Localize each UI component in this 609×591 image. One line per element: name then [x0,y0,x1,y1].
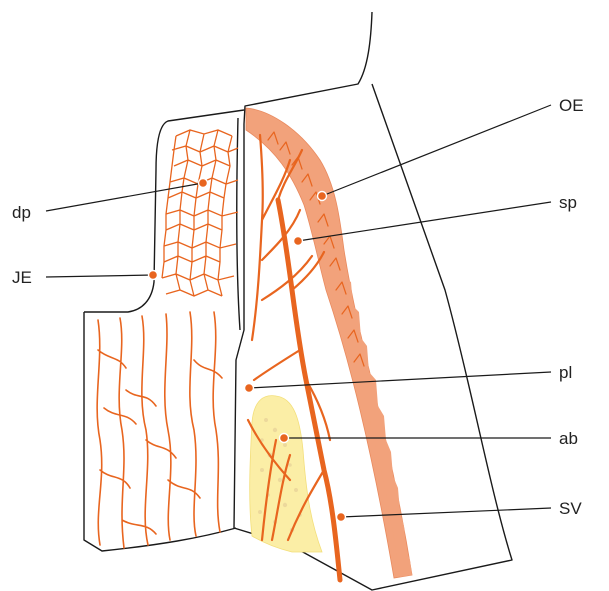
label-ab: ab [559,429,578,448]
leader-oe [322,105,551,196]
leader-pl [249,372,551,388]
label-pl: pl [559,363,572,382]
tooth-left-border [84,312,236,551]
leader-dp [46,183,203,211]
tooth-surface-outline [84,110,244,312]
periodontal-ligament-vessels [97,312,222,548]
dentogingival-plexus-mesh [162,130,238,296]
label-je: JE [12,268,32,287]
label-oe: OE [559,96,584,115]
junctional-epithelium-inner-line [237,118,240,330]
label-dp: dp [12,203,31,222]
leader-je [46,275,153,277]
label-sp: sp [559,193,577,212]
marker-je [149,271,158,280]
marker-pl [245,384,254,393]
leader-sv [341,508,551,517]
marker-sp [294,237,303,246]
label-sv: SV [559,499,582,518]
marker-oe [318,192,327,201]
marker-sv [337,513,346,522]
marker-ab [280,434,289,443]
marker-dp [199,179,208,188]
